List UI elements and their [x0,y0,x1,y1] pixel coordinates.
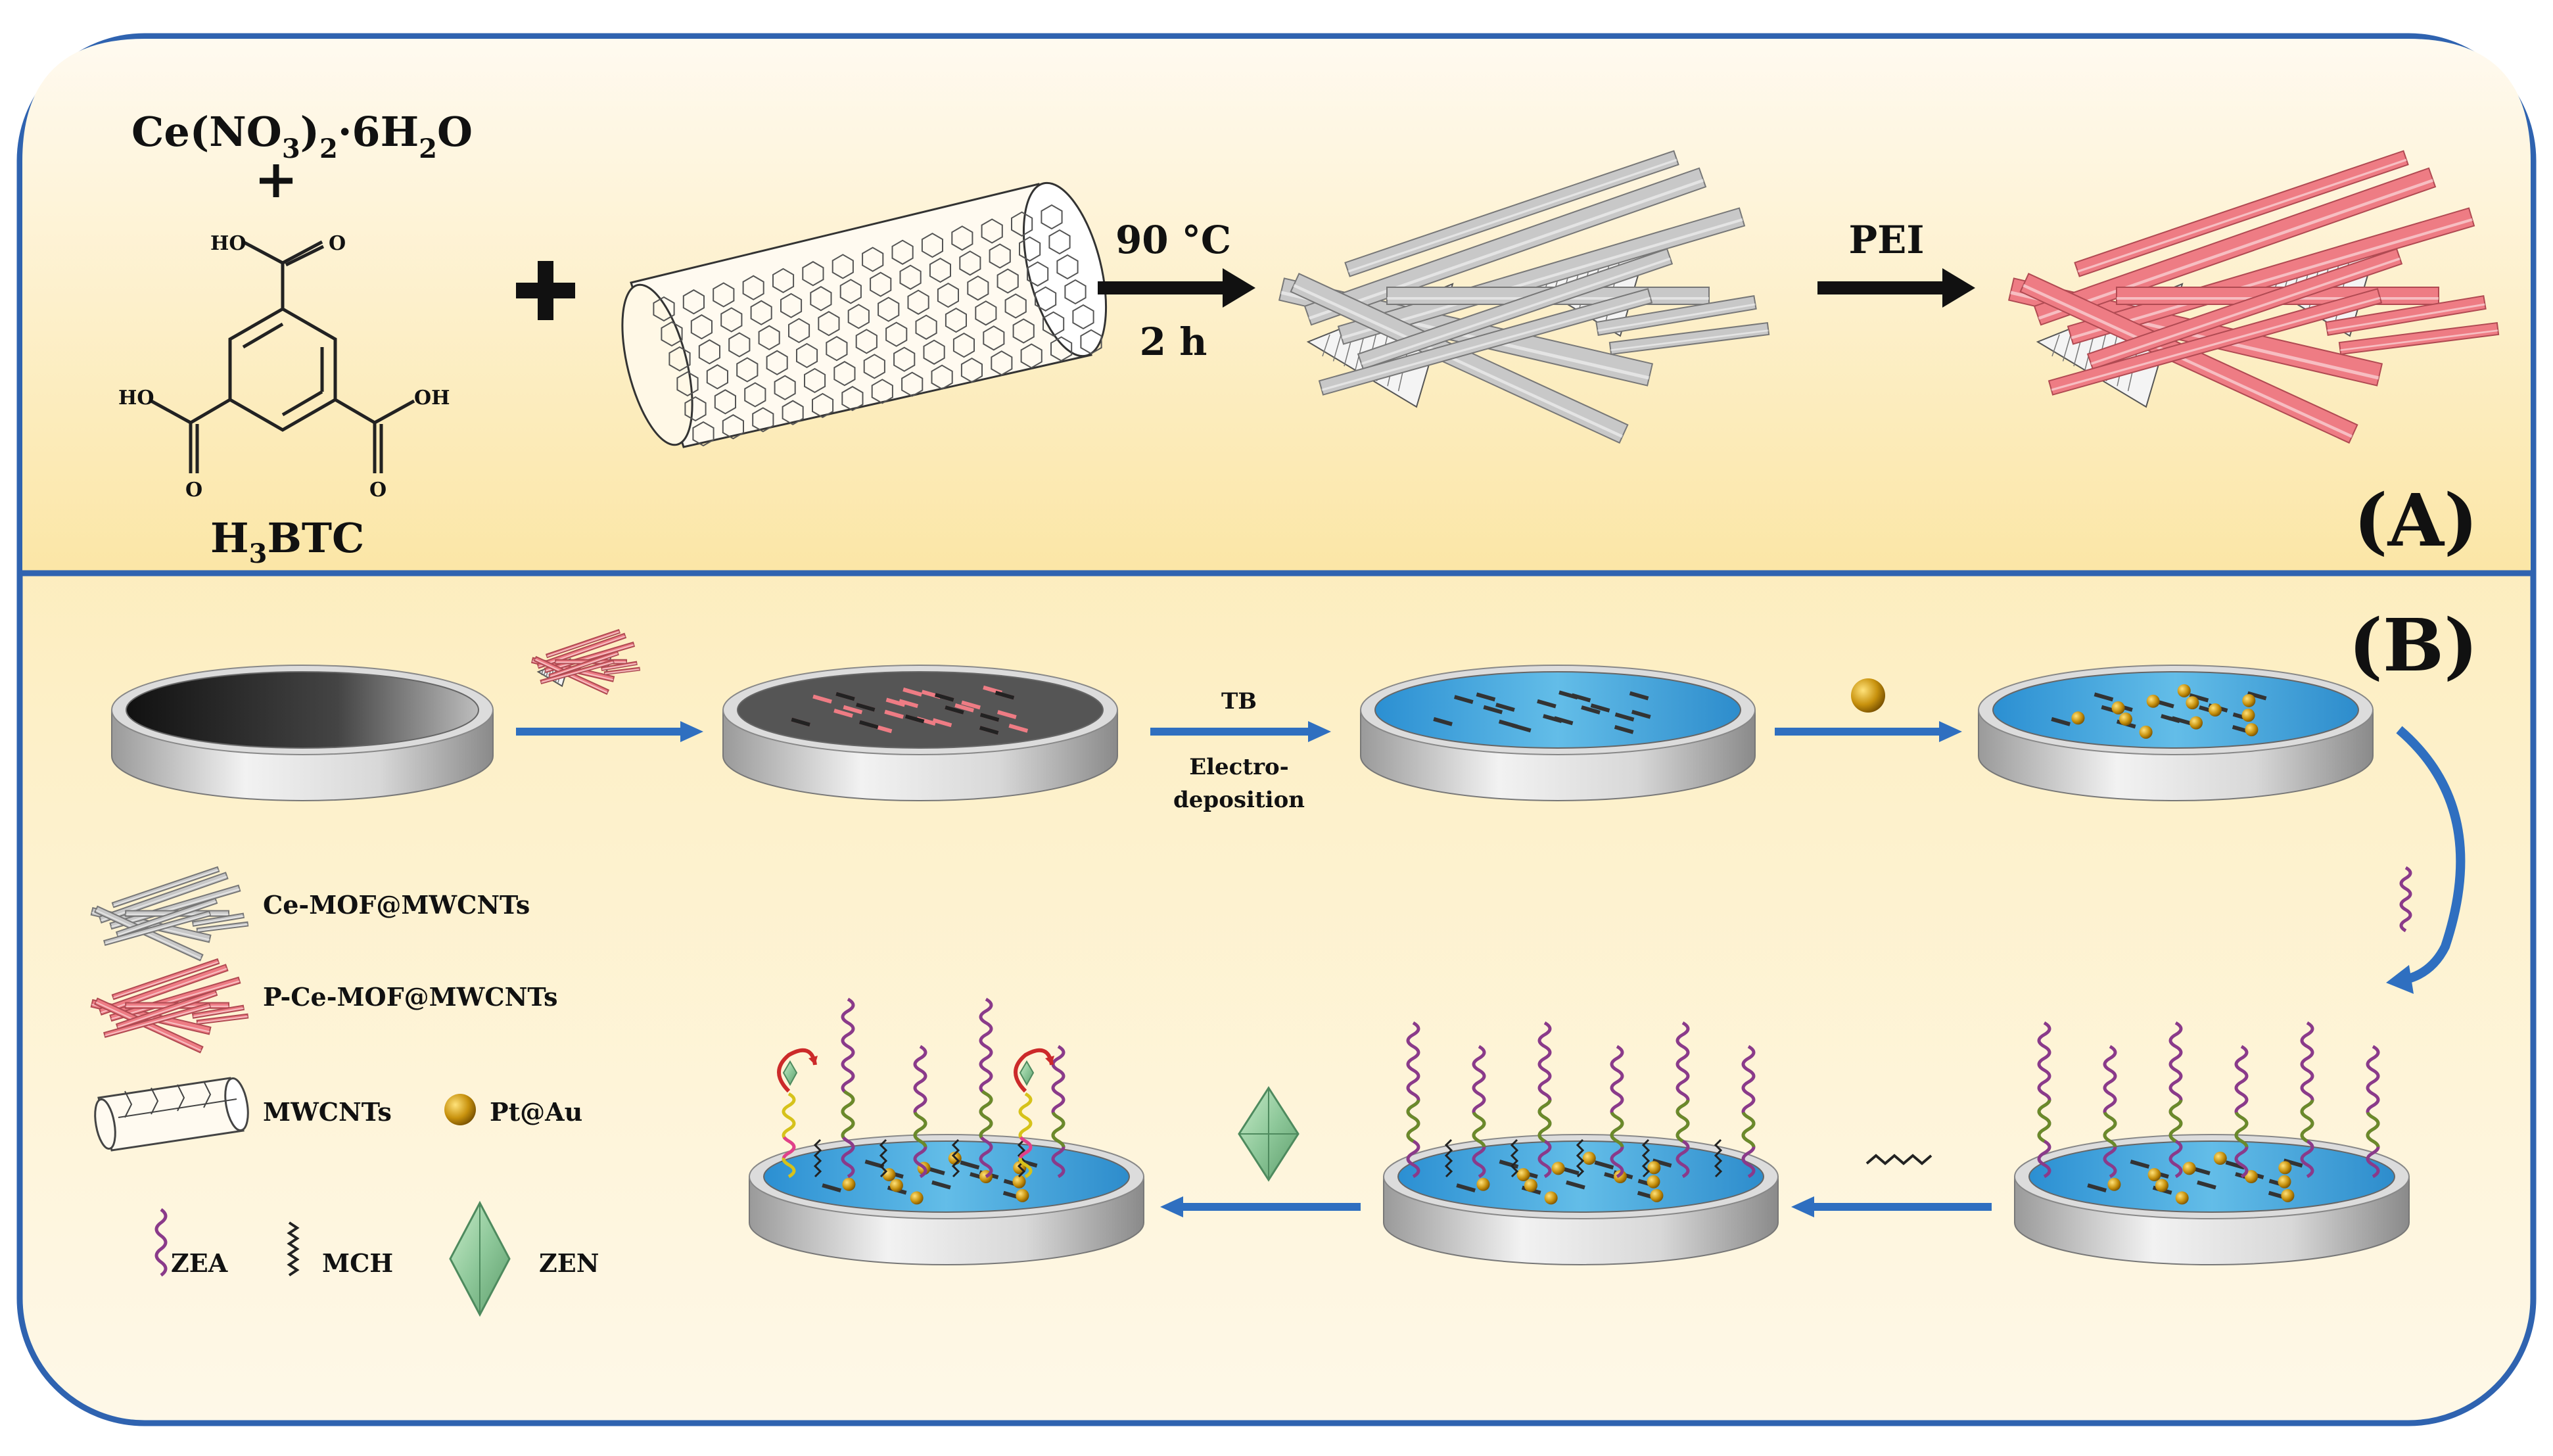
panel-a-background [22,39,2531,572]
nanotube-hex-pattern [653,204,1102,447]
arrow-b5 [1160,1196,1361,1217]
arrow-b2 [1150,721,1331,742]
legend-ce-mof-icon [90,866,249,962]
pt-au-particle-icon [1851,678,1885,713]
electrode-tb [1360,665,1756,801]
legend-zen-icon [449,1200,511,1317]
mch-strand-icon [1865,1154,1932,1165]
panel-b-label: (B) [2349,603,2478,688]
linker-name: H3BTC [210,514,364,569]
btc-ho-top: HO [210,232,246,255]
legend-mwcnts-icon [94,1077,249,1152]
step1-temperature: 90 °C [1115,218,1231,262]
arrow-b1 [516,721,703,742]
legend-ptau-icon [444,1094,476,1125]
legend-zen-label: ZEN [539,1248,599,1278]
btc-oh-right: OH [414,387,450,410]
legend-mch-icon [287,1221,300,1277]
ce-mof-mwcnts-cluster [1278,150,1770,444]
arrow-curved-head [2386,965,2414,994]
legend-zea-label: ZEA [171,1248,228,1278]
step1-time: 2 h [1140,319,1207,364]
electrode-mch [1383,1021,1779,1265]
btc-o-top: O [329,232,346,255]
legend-mwcnts-label: MWCNTs [263,1097,392,1127]
legend-ptau-label: Pt@Au [490,1097,582,1127]
panel-a-label: (A) [2354,478,2478,563]
legend-p-ce-mof-icon [90,958,249,1054]
arrow-step1 [1098,268,1255,308]
plus-sign-small: + [254,148,298,210]
electrode-zea [2014,1021,2410,1265]
btc-o-left: O [185,479,202,502]
arrow-b4 [1791,1196,1992,1217]
step2-reagent: PEI [1849,218,1925,262]
mini-p-ce-mof-icon [530,628,641,695]
btc-structure [150,240,415,473]
btc-ho-left: HO [118,387,154,410]
step-electro-label2: deposition [1173,787,1305,813]
arrow-step2 [1817,268,1975,308]
legend-p-ce-mof-label: P-Ce-MOF@MWCNTs [263,982,558,1012]
legend-zea-icon [154,1208,168,1277]
salt-formula: Ce(NO3)2·6H2O [131,108,473,164]
step-electro-label1: Electro- [1189,754,1289,780]
arrow-b3 [1775,721,1962,742]
zen-crystal-icon [1238,1086,1300,1182]
plus-sign-large [516,261,575,320]
legend-mch-label: MCH [322,1248,393,1278]
electrode-ptau [1978,665,2374,801]
p-ce-mof-mwcnts-cluster [2007,150,2500,444]
legend-ce-mof-label: Ce-MOF@MWCNTs [263,890,530,920]
electrode-modified [722,665,1118,801]
arrow-curved [2396,726,2466,984]
electrode-zen [749,997,1144,1265]
btc-o-right: O [369,479,386,502]
step-tb-label: TB [1221,688,1257,715]
electrode-bare [111,665,494,801]
zea-strand-icon [2399,866,2412,933]
